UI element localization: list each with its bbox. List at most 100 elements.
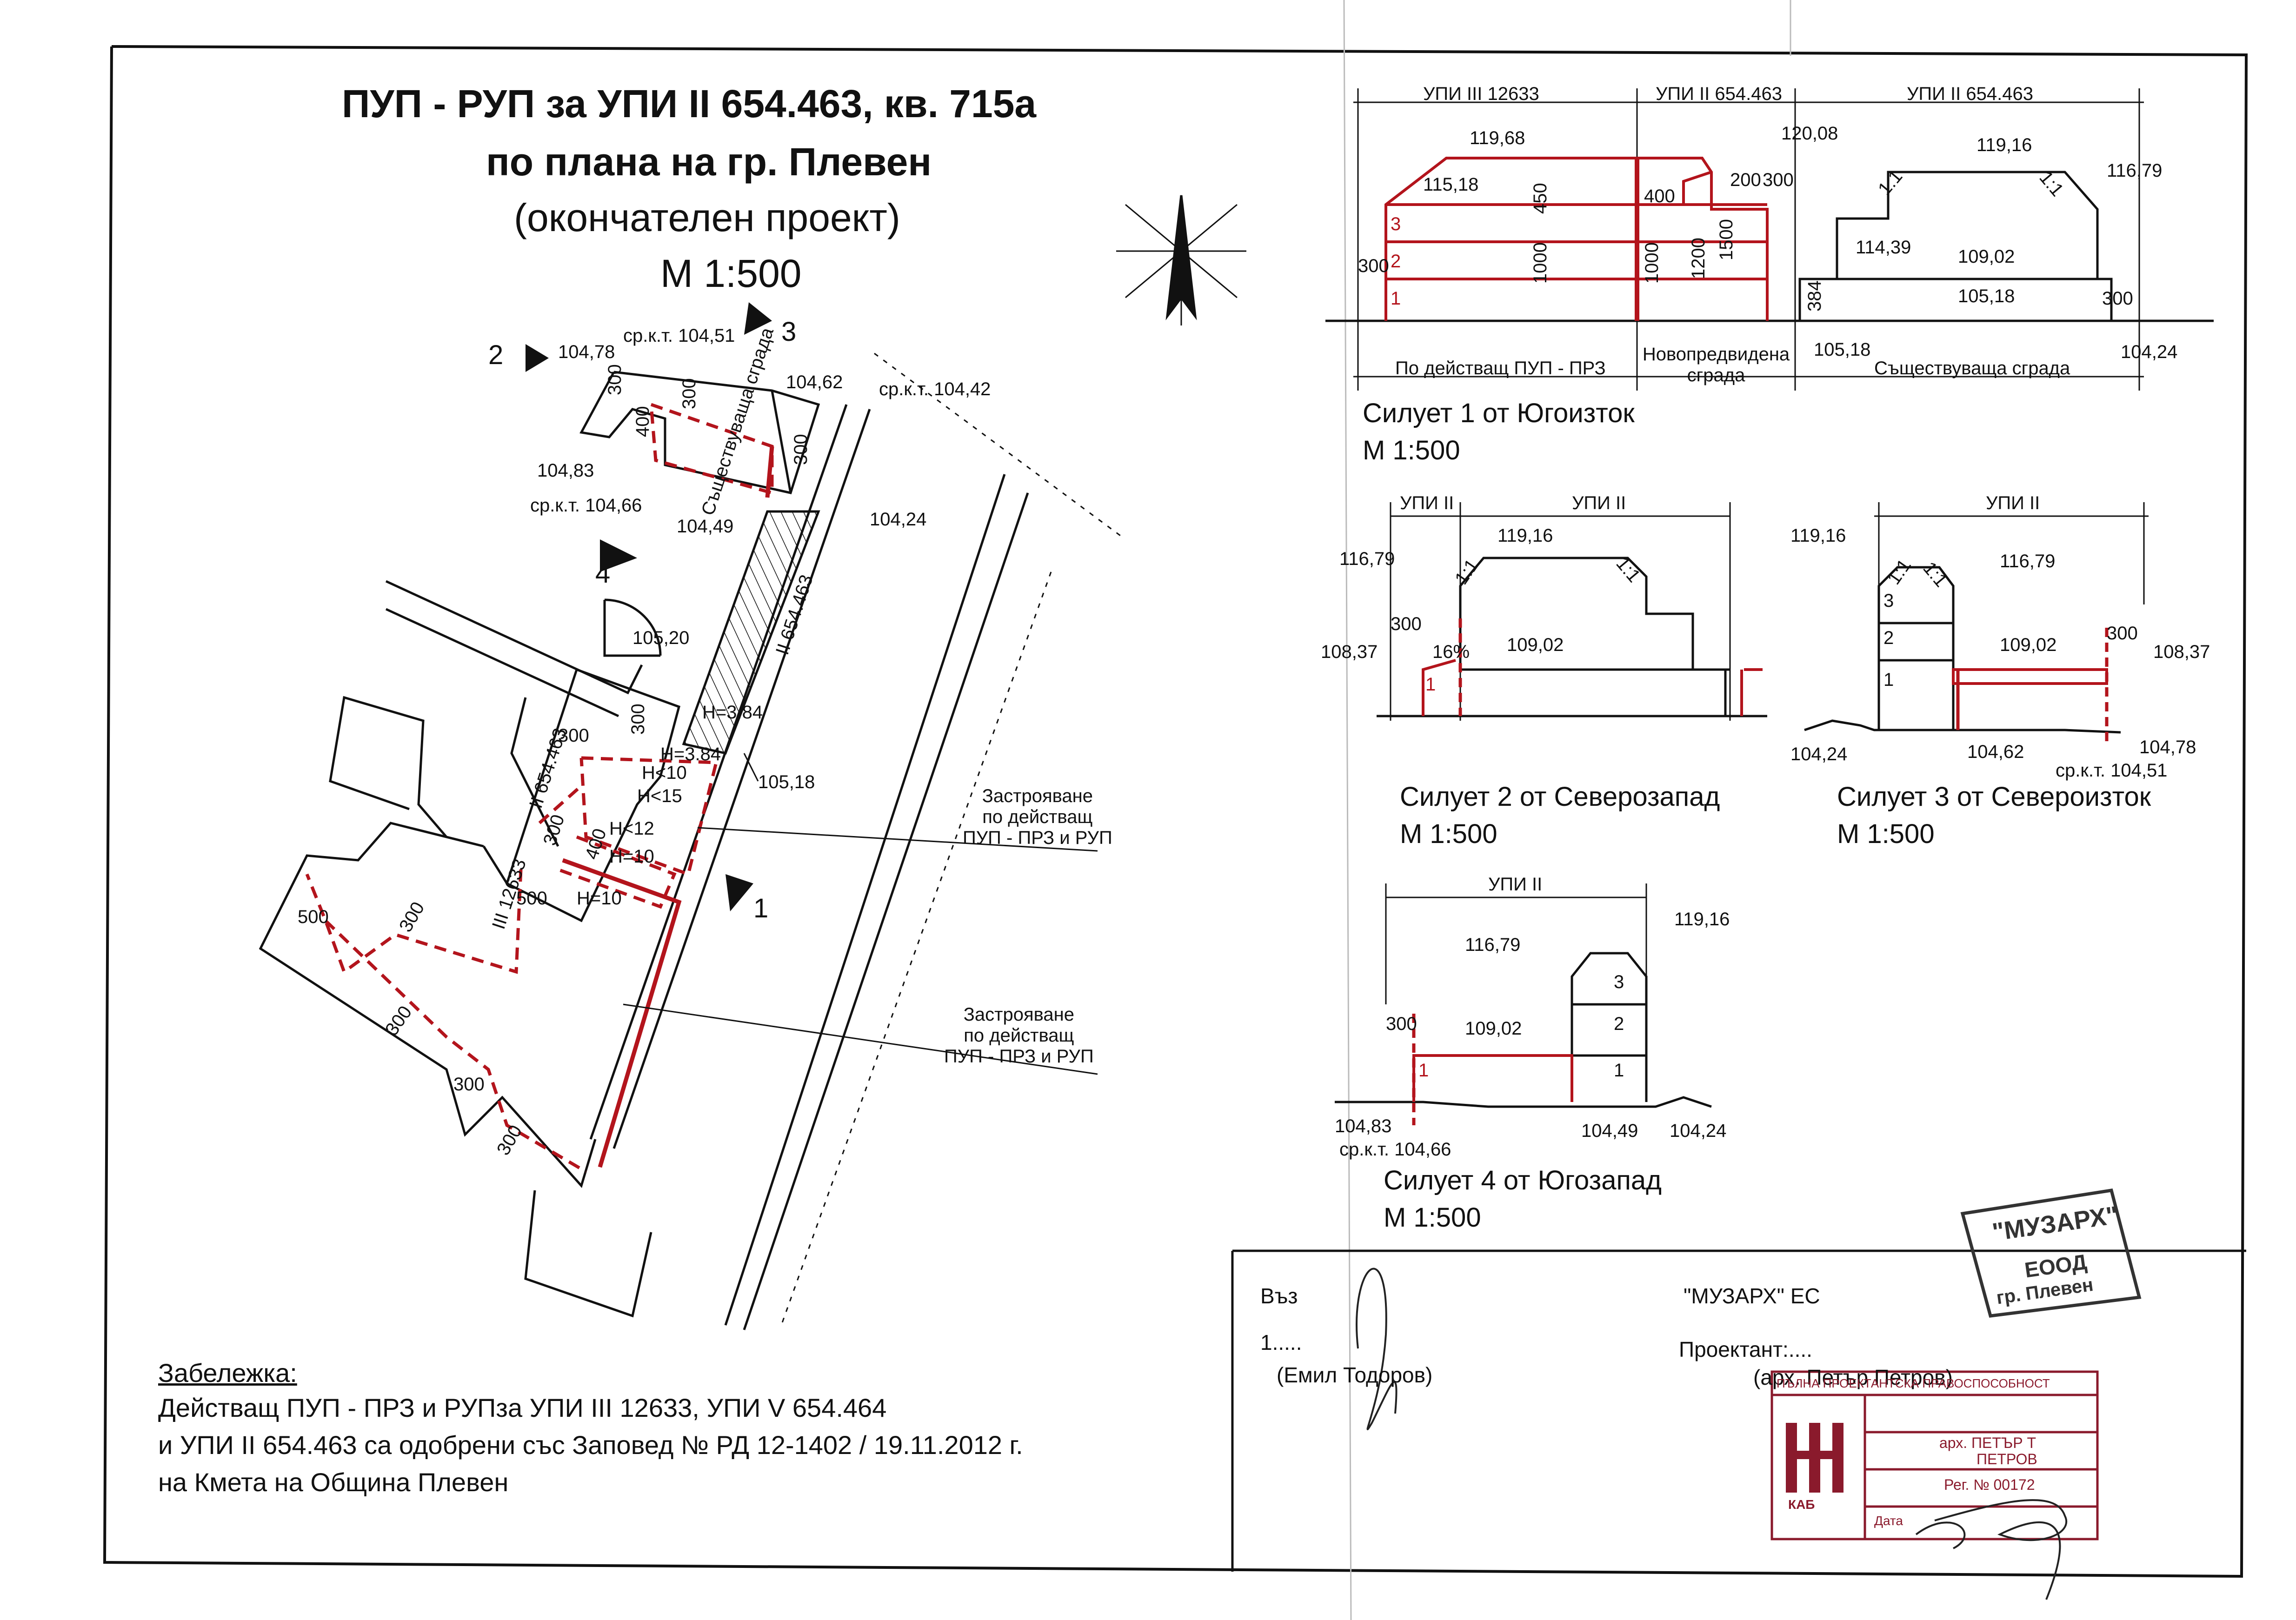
dim-label: 300 [628, 704, 648, 735]
silhouette-3-proposed [1952, 628, 2109, 744]
callout-line: по действащ [982, 807, 1093, 827]
view-marker-4: 4 [595, 558, 611, 589]
callout-leaders [623, 753, 1098, 1075]
silhouette-1 [1325, 88, 2214, 391]
s2-dim: 300 [1391, 614, 1422, 634]
s4-level: ср.к.т. 104,66 [1339, 1139, 1451, 1160]
s2-level: 116,79 [1339, 549, 1395, 569]
proposed-building-outline [305, 403, 774, 1174]
title-block-frame [1231, 1249, 2246, 1572]
s4-level: 104,24 [1670, 1121, 1727, 1141]
dim-label: 300 [605, 364, 625, 395]
site-plan [259, 195, 1246, 1330]
silhouette-4-proposed [1412, 1014, 1573, 1125]
designer-name: (арх. Петър Петров) [1753, 1365, 1953, 1389]
s1-level: 119,16 [1977, 135, 2032, 155]
s1-level: 105,18 [1958, 286, 2015, 306]
s4-level: 119,16 [1674, 909, 1730, 930]
s4-top-dim: УПИ II [1488, 874, 1543, 895]
note-text: на Кмета на Община Плевен [158, 1467, 509, 1497]
s3-scale: М 1:500 [1837, 819, 1935, 849]
height-label: H=3.84 [660, 744, 721, 764]
s1-dim: 1000 [1642, 242, 1662, 284]
s1-dim: 300 [1358, 256, 1389, 276]
silhouette-4 [1335, 883, 1712, 1108]
s1-level: 116,79 [2107, 160, 2163, 181]
s3-floor: 3 [1883, 591, 1894, 611]
callout-line: Застрояване [982, 786, 1093, 806]
silhouette-3 [1804, 502, 2149, 734]
kab-logo-icon [1786, 1423, 1843, 1493]
s1-dim: 1000 [1530, 242, 1551, 284]
s1-level: 114,39 [1856, 237, 1911, 258]
plan-scale: М 1:500 [660, 252, 802, 295]
s3-level: 116,79 [2000, 551, 2056, 571]
company-name: "МУЗАРХ" ЕС [1684, 1284, 1820, 1308]
dim-label: 300 [679, 378, 699, 409]
callout-existing-1: Застрояване по действащ ПУП - ПРЗ и РУП [963, 786, 1112, 849]
callout-existing-2: Застрояване по действащ ПУП - ПРЗ и РУП [944, 1004, 1094, 1067]
level-label: 105,18 [758, 772, 815, 792]
note-heading: Забележка: [158, 1358, 297, 1388]
signature-client [1356, 1268, 1398, 1430]
s3-level: 104,62 [1967, 742, 2024, 762]
s3-level: 109,02 [2000, 635, 2057, 655]
height-label: H=10 [609, 846, 654, 867]
s1-level: 109,02 [1958, 246, 2015, 267]
north-arrow-icon [1116, 195, 1246, 325]
s1-floor: 2 [1391, 251, 1401, 272]
s4-floor: 2 [1614, 1014, 1624, 1034]
view-markers [526, 302, 772, 911]
s4-floor: 1 [1418, 1060, 1429, 1081]
s3-level: 104,24 [1790, 744, 1848, 764]
s1-dim: 300 [2102, 288, 2133, 309]
s3-dim: 300 [2107, 623, 2138, 644]
s4-level: 116,79 [1465, 935, 1521, 955]
designer-label: Проектант:.... [1679, 1337, 1812, 1361]
s1-dim: 400 [1644, 186, 1675, 206]
dim-label: 500 [516, 888, 547, 909]
s4-floor: 3 [1614, 972, 1624, 992]
s1-caption: Силует 1 от Югоизток [1363, 398, 1635, 428]
stamp-license-reg: Рег. № 00172 [1944, 1476, 2035, 1493]
s4-level: 104,83 [1335, 1116, 1392, 1136]
view-marker-3: 3 [781, 317, 797, 347]
proposed-building-solid [562, 446, 774, 1168]
s2-floor: 1 [1425, 674, 1436, 695]
s1-level: 119,68 [1470, 128, 1525, 148]
height-label: H=10 [577, 888, 622, 909]
callout-line: по действащ [964, 1025, 1074, 1046]
stamp-license-date: Дата [1874, 1514, 1903, 1528]
s4-floor: 1 [1614, 1060, 1624, 1081]
note-text: Действащ ПУП - ПРЗ и РУПза УПИ III 12633… [158, 1393, 887, 1422]
sheet-frame [103, 45, 2248, 1578]
client-label: Въз [1260, 1284, 1298, 1308]
s1-floor: 3 [1391, 214, 1401, 234]
s1-top-dim: УПИ III 12633 [1423, 84, 1539, 104]
s3-level: ср.к.т. 104,51 [2056, 760, 2168, 781]
s1-scale: М 1:500 [1363, 435, 1460, 465]
s3-level: 104,78 [2139, 737, 2196, 757]
s2-scale: М 1:500 [1400, 819, 1497, 849]
s1-level: 115,18 [1423, 174, 1479, 195]
signature-designer [1915, 1499, 2067, 1600]
company-stamp [1960, 1188, 2142, 1318]
s1-bottom-dim: Съществуваща сграда [1874, 358, 2070, 378]
s1-dim: 200 [1730, 170, 1761, 190]
s1-bottom-dim: По действащ ПУП - ПРЗ [1395, 358, 1606, 378]
stamp-license-header: ПЪЛНА ПРОЕКТАНТСКА ПРАВОСПОСОБНОСТ [1777, 1376, 2050, 1390]
height-label: H<15 [637, 786, 682, 806]
level-label: 104,78 [558, 342, 615, 362]
page-subtitle: по плана на гр. Плевен [486, 140, 932, 184]
stamp-license-logo-text: КАБ [1788, 1497, 1815, 1512]
s1-dim: 300 [1763, 170, 1794, 190]
stamp-license-name2: ПЕТРОВ [1977, 1451, 2037, 1467]
callout-line: ПУП - ПРЗ и РУП [963, 828, 1112, 848]
client-signature-line: 1..... [1260, 1330, 1302, 1354]
s1-level: 104,24 [2121, 342, 2178, 362]
height-label: H<10 [642, 763, 687, 783]
s1-bottom-dim: Новопредвидена сграда [1642, 344, 1790, 385]
page-title: ПУП - РУП за УПИ II 654.463, кв. 715а [342, 82, 1037, 126]
height-label: H=3.84 [702, 702, 763, 723]
fold-lines [1343, 0, 1791, 1620]
